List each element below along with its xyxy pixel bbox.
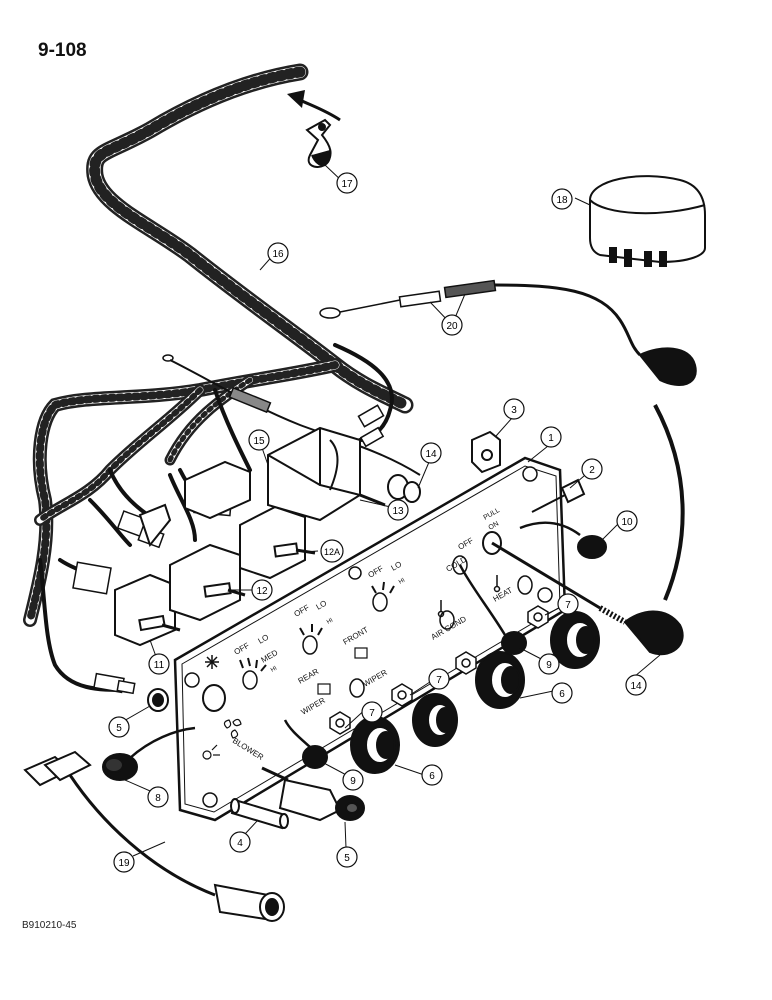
callout-4: 4 xyxy=(229,831,251,853)
svg-text:1: 1 xyxy=(548,433,554,444)
svg-text:14: 14 xyxy=(425,449,437,460)
callout-5b: 5 xyxy=(336,846,358,868)
callout-8: 8 xyxy=(147,786,169,808)
svg-text:18: 18 xyxy=(556,195,568,206)
leader-lines xyxy=(129,521,581,759)
svg-text:7: 7 xyxy=(436,675,442,686)
callout-14b: 14 xyxy=(625,674,647,696)
svg-text:19: 19 xyxy=(118,858,130,869)
callout-2: 2 xyxy=(581,458,603,480)
callout-5a: 5 xyxy=(108,716,130,738)
callouts: 1 2 3 4 5 5 6 6 7 7 7 8 9 9 10 11 12 12A… xyxy=(108,172,647,873)
front-wiper-icon xyxy=(354,647,368,659)
callout-11: 11 xyxy=(148,653,170,675)
svg-text:6: 6 xyxy=(559,689,565,700)
svg-text:10: 10 xyxy=(621,517,633,528)
light-icon xyxy=(202,744,220,760)
callout-12a: 12A xyxy=(320,539,344,563)
svg-text:5: 5 xyxy=(116,723,122,734)
svg-text:3: 3 xyxy=(511,405,517,416)
callout-9b: 9 xyxy=(538,653,560,675)
svg-text:8: 8 xyxy=(155,793,161,804)
control-panel-plate xyxy=(173,456,567,822)
callout-19: 19 xyxy=(113,851,135,873)
svg-text:7: 7 xyxy=(369,708,375,719)
heat-control-cable xyxy=(491,404,685,656)
svg-text:12: 12 xyxy=(256,586,268,597)
callout-17: 17 xyxy=(336,172,358,194)
svg-text:4: 4 xyxy=(237,838,243,849)
svg-text:11: 11 xyxy=(154,660,165,671)
ac-hi-label: HI xyxy=(398,577,406,585)
svg-text:20: 20 xyxy=(446,321,458,332)
fan-icon xyxy=(223,718,242,739)
fuse-holder xyxy=(230,766,365,830)
callout-6b: 6 xyxy=(551,682,573,704)
svg-text:14: 14 xyxy=(630,681,642,692)
callout-18: 18 xyxy=(551,188,573,210)
blower-hi-label: HI xyxy=(270,665,278,673)
wiring-harness-loom xyxy=(23,63,414,627)
callout-14a: 14 xyxy=(420,442,442,464)
callout-12: 12 xyxy=(251,579,273,601)
relay-18 xyxy=(589,175,706,267)
on-label: ON xyxy=(488,520,501,531)
svg-text:17: 17 xyxy=(341,179,353,190)
page-number: 9-108 xyxy=(38,40,87,61)
temperature-cable xyxy=(162,354,421,476)
svg-text:13: 13 xyxy=(392,506,404,517)
svg-text:6: 6 xyxy=(429,771,435,782)
callout-9a: 9 xyxy=(342,769,364,791)
clip-17 xyxy=(305,118,332,168)
callout-20: 20 xyxy=(441,314,463,336)
pull-cable-20 xyxy=(319,279,697,386)
callout-10: 10 xyxy=(616,510,638,532)
callout-6a: 6 xyxy=(421,764,443,786)
svg-text:2: 2 xyxy=(589,465,595,476)
thermometer-icon xyxy=(437,575,501,618)
svg-text:9: 9 xyxy=(350,776,356,787)
washers xyxy=(147,474,421,712)
svg-text:5: 5 xyxy=(344,853,350,864)
svg-text:16: 16 xyxy=(272,249,284,260)
callout-7b: 7 xyxy=(428,668,450,690)
snowflake-icon xyxy=(205,655,219,669)
callout-13: 13 xyxy=(387,499,409,521)
screw-2 xyxy=(531,478,586,513)
light-socket-19 xyxy=(23,750,285,922)
rear-wiper-icon xyxy=(317,683,331,695)
svg-text:7: 7 xyxy=(565,600,571,611)
callout-3: 3 xyxy=(503,398,525,420)
figure-code: B910210-45 xyxy=(22,920,77,931)
callout-15: 15 xyxy=(248,429,270,451)
nuts xyxy=(329,605,549,735)
callout-7c: 7 xyxy=(557,593,579,615)
callout-16: 16 xyxy=(267,242,289,264)
clip-3 xyxy=(471,430,501,474)
rotary-switches xyxy=(114,426,386,647)
svg-text:12A: 12A xyxy=(324,547,340,557)
direction-arrow xyxy=(287,90,341,122)
svg-text:9: 9 xyxy=(546,660,552,671)
callout-7a: 7 xyxy=(361,701,383,723)
svg-text:15: 15 xyxy=(253,436,265,447)
wiper-hi-label: HI xyxy=(326,617,334,625)
callout-1: 1 xyxy=(540,426,562,448)
